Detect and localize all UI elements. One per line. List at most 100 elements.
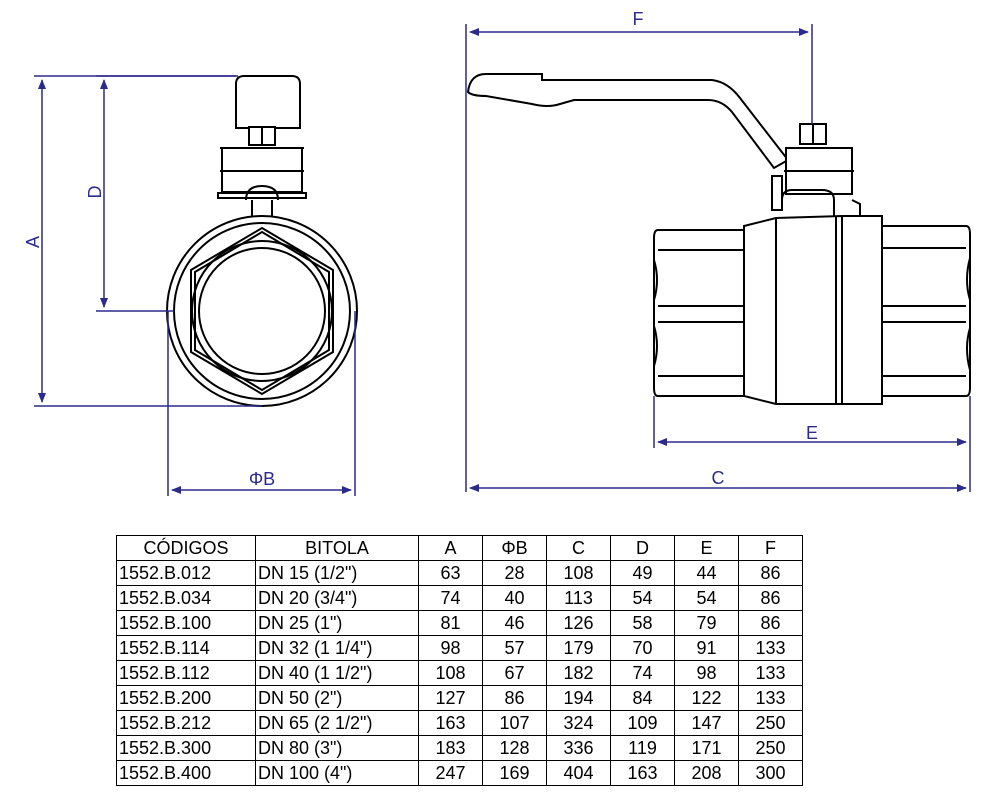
cell-e: 44: [674, 560, 739, 586]
cell-bitola: DN 65 (2 1/2"): [255, 710, 419, 736]
cell-b: 67: [482, 660, 547, 686]
cell-d: 109: [610, 710, 675, 736]
cell-bitola: DN 40 (1 1/2"): [255, 660, 419, 686]
table-row: 1552.B.100 DN 25 (1") 81 46 126 58 79 86: [116, 610, 803, 636]
cell-c: 113: [546, 585, 611, 611]
cell-code: 1552.B.100: [116, 610, 256, 636]
side-view: [466, 73, 971, 405]
cell-e: 208: [674, 760, 739, 786]
cell-f: 300: [738, 760, 803, 786]
cell-bitola: DN 32 (1 1/4"): [255, 635, 419, 661]
cell-a: 183: [418, 735, 483, 761]
cell-f: 86: [738, 560, 803, 586]
dim-label-b: ΦB: [249, 469, 275, 489]
front-view: [166, 75, 358, 407]
cell-c: 336: [546, 735, 611, 761]
cell-b: 107: [482, 710, 547, 736]
cell-a: 247: [418, 760, 483, 786]
cell-e: 98: [674, 660, 739, 686]
cell-f: 250: [738, 710, 803, 736]
cell-a: 127: [418, 685, 483, 711]
header-c: C: [546, 535, 611, 561]
table-row: 1552.B.400 DN 100 (4") 247 169 404 163 2…: [116, 760, 803, 786]
dimensions-table: CÓDIGOS BITOLA A ΦB C D E F 1552.B.012 D…: [116, 535, 803, 786]
table-row: 1552.B.012 DN 15 (1/2") 63 28 108 49 44 …: [116, 560, 803, 586]
header-e: E: [674, 535, 739, 561]
cell-a: 98: [418, 635, 483, 661]
cell-code: 1552.B.114: [116, 635, 256, 661]
cell-b: 40: [482, 585, 547, 611]
cell-code: 1552.B.300: [116, 735, 256, 761]
cell-b: 169: [482, 760, 547, 786]
cell-bitola: DN 100 (4"): [255, 760, 419, 786]
cell-f: 133: [738, 660, 803, 686]
cell-a: 163: [418, 710, 483, 736]
cell-c: 324: [546, 710, 611, 736]
cell-d: 58: [610, 610, 675, 636]
cell-code: 1552.B.112: [116, 660, 256, 686]
cell-d: 163: [610, 760, 675, 786]
cell-c: 108: [546, 560, 611, 586]
cell-f: 250: [738, 735, 803, 761]
cell-b: 57: [482, 635, 547, 661]
cell-a: 63: [418, 560, 483, 586]
cell-c: 182: [546, 660, 611, 686]
cell-a: 74: [418, 585, 483, 611]
cell-code: 1552.B.212: [116, 710, 256, 736]
cell-code: 1552.B.200: [116, 685, 256, 711]
cell-d: 54: [610, 585, 675, 611]
cell-e: 171: [674, 735, 739, 761]
cell-bitola: DN 25 (1"): [255, 610, 419, 636]
table-row: 1552.B.114 DN 32 (1 1/4") 98 57 179 70 9…: [116, 635, 803, 661]
valve-technical-drawing: A D ΦB: [23, 9, 971, 496]
cell-bitola: DN 50 (2"): [255, 685, 419, 711]
table-row: 1552.B.200 DN 50 (2") 127 86 194 84 122 …: [116, 685, 803, 711]
cell-bitola: DN 20 (3/4"): [255, 585, 419, 611]
cell-c: 179: [546, 635, 611, 661]
cell-code: 1552.B.012: [116, 560, 256, 586]
cell-d: 70: [610, 635, 675, 661]
dim-label-c: C: [712, 468, 725, 488]
dim-label-d: D: [85, 186, 105, 199]
cell-code: 1552.B.400: [116, 760, 256, 786]
cell-b: 28: [482, 560, 547, 586]
header-a: A: [418, 535, 483, 561]
cell-f: 133: [738, 685, 803, 711]
cell-e: 147: [674, 710, 739, 736]
cell-d: 84: [610, 685, 675, 711]
cell-b: 128: [482, 735, 547, 761]
cell-c: 126: [546, 610, 611, 636]
cell-bitola: DN 80 (3"): [255, 735, 419, 761]
table-row: 1552.B.112 DN 40 (1 1/2") 108 67 182 74 …: [116, 660, 803, 686]
cell-b: 46: [482, 610, 547, 636]
cell-f: 133: [738, 635, 803, 661]
cell-f: 86: [738, 585, 803, 611]
cell-e: 54: [674, 585, 739, 611]
cell-d: 49: [610, 560, 675, 586]
cell-b: 86: [482, 685, 547, 711]
table-row: 1552.B.300 DN 80 (3") 183 128 336 119 17…: [116, 735, 803, 761]
cell-d: 74: [610, 660, 675, 686]
cell-e: 91: [674, 635, 739, 661]
cell-e: 122: [674, 685, 739, 711]
cell-d: 119: [610, 735, 675, 761]
cell-a: 108: [418, 660, 483, 686]
dim-label-a: A: [23, 236, 43, 248]
dim-label-f: F: [633, 9, 644, 29]
dim-label-e: E: [806, 423, 818, 443]
cell-a: 81: [418, 610, 483, 636]
header-bitola: BITOLA: [255, 535, 419, 561]
table-row: 1552.B.034 DN 20 (3/4") 74 40 113 54 54 …: [116, 585, 803, 611]
side-dimensions: [465, 24, 971, 492]
cell-bitola: DN 15 (1/2"): [255, 560, 419, 586]
header-f: F: [738, 535, 803, 561]
header-codigos: CÓDIGOS: [116, 535, 256, 561]
front-dimensions: [34, 75, 356, 496]
header-d: D: [610, 535, 675, 561]
header-b: ΦB: [482, 535, 547, 561]
cell-code: 1552.B.034: [116, 585, 256, 611]
table-header-row: CÓDIGOS BITOLA A ΦB C D E F: [116, 535, 803, 561]
cell-c: 194: [546, 685, 611, 711]
table-row: 1552.B.212 DN 65 (2 1/2") 163 107 324 10…: [116, 710, 803, 736]
cell-f: 86: [738, 610, 803, 636]
